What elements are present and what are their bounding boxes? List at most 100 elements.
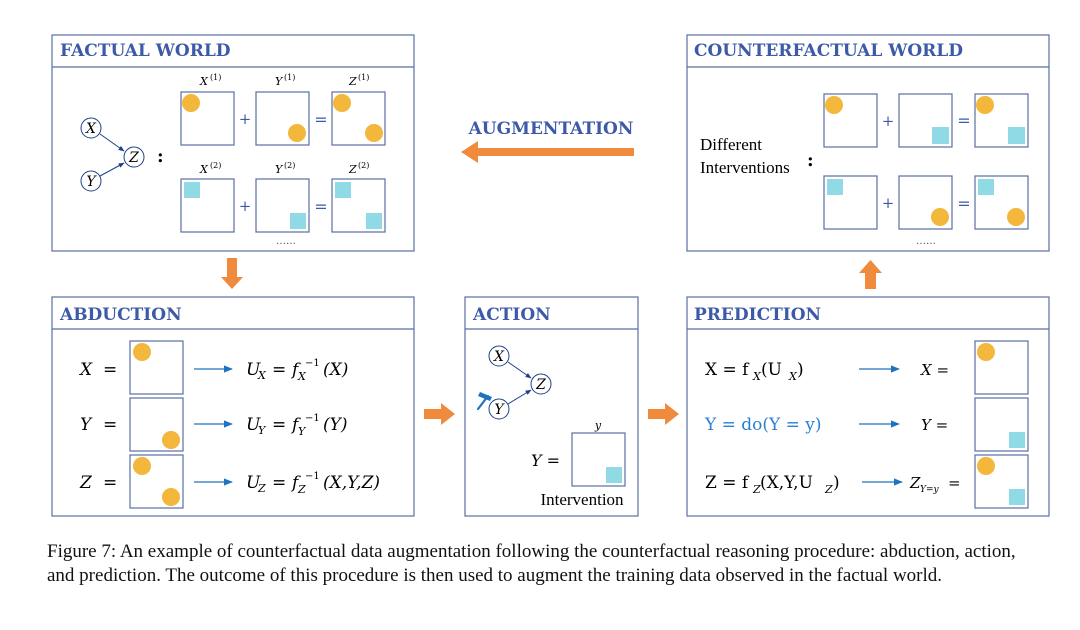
- circle-icon: [288, 124, 306, 142]
- square-icon: [932, 127, 949, 144]
- svg-text:Z: Z: [752, 483, 761, 496]
- down-arrow-icon: [221, 258, 243, 289]
- svg-text:Z: Z: [909, 474, 921, 492]
- svg-text:U: U: [246, 360, 261, 380]
- svg-text:X: X: [78, 360, 93, 380]
- prediction-row-y: Y = do(Y = y) Y =: [704, 397, 1029, 452]
- circle-icon: [1007, 208, 1025, 226]
- prediction-panel: PREDICTION X = f X (U X ) X = Y = do(Y =…: [686, 296, 1050, 517]
- graph-node-x: X: [493, 349, 505, 365]
- svg-text:X = f: X = f: [705, 360, 750, 380]
- square-icon: [335, 182, 351, 198]
- interventions-label: Interventions: [700, 158, 790, 177]
- figure-caption: Figure 7: An example of counterfactual d…: [47, 541, 1016, 586]
- svg-text:=: =: [103, 415, 117, 435]
- counterfactual-augmentation-diagram: FACTUAL WORLD X Y Z : X (1) Y (1) Z (1) …: [51, 34, 1050, 517]
- factual-row2: + =: [180, 178, 386, 233]
- svg-text:f: f: [290, 415, 301, 435]
- svg-text:−1: −1: [305, 471, 320, 482]
- factual-row1: + =: [180, 91, 386, 146]
- action-small-y: y: [594, 419, 602, 432]
- svg-text:=: =: [948, 474, 961, 492]
- svg-text:Z: Z: [297, 483, 306, 496]
- circle-icon: [133, 457, 151, 475]
- circle-icon: [931, 208, 949, 226]
- factual-labels-row1: X (1) Y (1) Z (1): [199, 73, 369, 88]
- circle-icon: [977, 457, 995, 475]
- svg-text:(Y): (Y): [323, 415, 348, 435]
- svg-text:Y: Y: [275, 163, 284, 176]
- right-arrow-icon: [648, 403, 679, 425]
- svg-text:): ): [833, 473, 840, 493]
- counterfactual-colon: :: [807, 150, 814, 171]
- svg-text:f: f: [290, 360, 301, 380]
- svg-text:(X,Y,Z): (X,Y,Z): [323, 473, 380, 493]
- factual-causal-graph: X Y Z: [80, 117, 145, 192]
- graph-node-x: X: [85, 121, 97, 137]
- svg-text:+: +: [882, 112, 895, 130]
- counterfactual-world-panel: COUNTERFACTUAL WORLD Different Intervent…: [686, 34, 1050, 252]
- circle-icon: [162, 431, 180, 449]
- square-icon: [606, 467, 622, 483]
- svg-text:Y: Y: [258, 424, 267, 437]
- factual-colon: :: [157, 146, 164, 167]
- svg-text:=: =: [103, 360, 117, 380]
- factual-world-title: FACTUAL WORLD: [60, 41, 231, 61]
- factual-world-panel: FACTUAL WORLD X Y Z : X (1) Y (1) Z (1) …: [51, 34, 415, 252]
- svg-text:(X,Y,U: (X,Y,U: [760, 473, 813, 493]
- abduction-row-x: X = U X = f X −1 (X): [78, 340, 348, 395]
- svg-text:+: +: [882, 194, 895, 212]
- svg-text:Z: Z: [348, 75, 357, 88]
- action-y-equals: Y =: [531, 451, 560, 470]
- circle-icon: [825, 96, 843, 114]
- augmentation-arrow-icon: [461, 141, 634, 163]
- svg-text:Y=y: Y=y: [920, 485, 939, 495]
- action-title: ACTION: [472, 305, 551, 325]
- svg-text:Z: Z: [257, 482, 266, 495]
- svg-text:Y: Y: [80, 415, 93, 435]
- svg-text:Y: Y: [298, 425, 307, 438]
- circle-icon: [976, 96, 994, 114]
- svg-text:(1): (1): [210, 73, 221, 82]
- svg-text:Y = do(Y = y): Y = do(Y = y): [704, 415, 822, 435]
- svg-text:(2): (2): [284, 161, 295, 170]
- hammer-icon: [476, 392, 492, 411]
- svg-text:X: X: [199, 75, 209, 88]
- svg-text:(2): (2): [210, 161, 221, 170]
- svg-text:Z: Z: [79, 473, 93, 493]
- abduction-panel: ABDUCTION X = U X = f X −1 (X) Y = U Y =: [51, 296, 415, 517]
- action-causal-graph: X Y Z: [476, 345, 552, 420]
- abduction-title: ABDUCTION: [59, 305, 182, 325]
- svg-text:−1: −1: [305, 358, 320, 369]
- svg-text:Y =: Y =: [921, 416, 948, 434]
- square-icon: [1008, 127, 1025, 144]
- svg-text:Z: Z: [348, 163, 357, 176]
- graph-node-y: Y: [86, 174, 97, 190]
- square-icon: [1009, 432, 1025, 448]
- svg-text:+: +: [239, 110, 252, 128]
- svg-text:=: =: [103, 473, 117, 493]
- action-panel: ACTION X Y Z y Y = Intervention: [464, 296, 639, 517]
- square-icon: [366, 213, 382, 229]
- svg-text:=: =: [957, 111, 970, 130]
- svg-text:): ): [797, 360, 804, 380]
- graph-node-z: Z: [128, 150, 139, 166]
- circle-icon: [133, 343, 151, 361]
- factual-labels-row2: X (2) Y (2) Z (2): [199, 161, 369, 176]
- augmentation-label: AUGMENTATION: [468, 119, 634, 139]
- svg-text:=: =: [314, 110, 327, 129]
- svg-text:=: =: [314, 197, 327, 216]
- factual-ellipsis: ……: [276, 236, 296, 247]
- svg-text:U: U: [246, 473, 261, 493]
- svg-text:X =: X =: [920, 361, 949, 379]
- counterfactual-row2: + =: [823, 175, 1029, 230]
- counterfactual-row1: + =: [823, 93, 1029, 148]
- prediction-row-x: X = f X (U X ) X =: [705, 340, 1029, 395]
- square-icon: [184, 182, 200, 198]
- svg-text:=: =: [272, 360, 286, 380]
- svg-text:X: X: [297, 370, 307, 383]
- right-arrow-icon: [424, 403, 455, 425]
- factual-box-y2: [255, 178, 310, 233]
- svg-text:Z = f: Z = f: [705, 473, 750, 493]
- svg-text:=: =: [272, 473, 286, 493]
